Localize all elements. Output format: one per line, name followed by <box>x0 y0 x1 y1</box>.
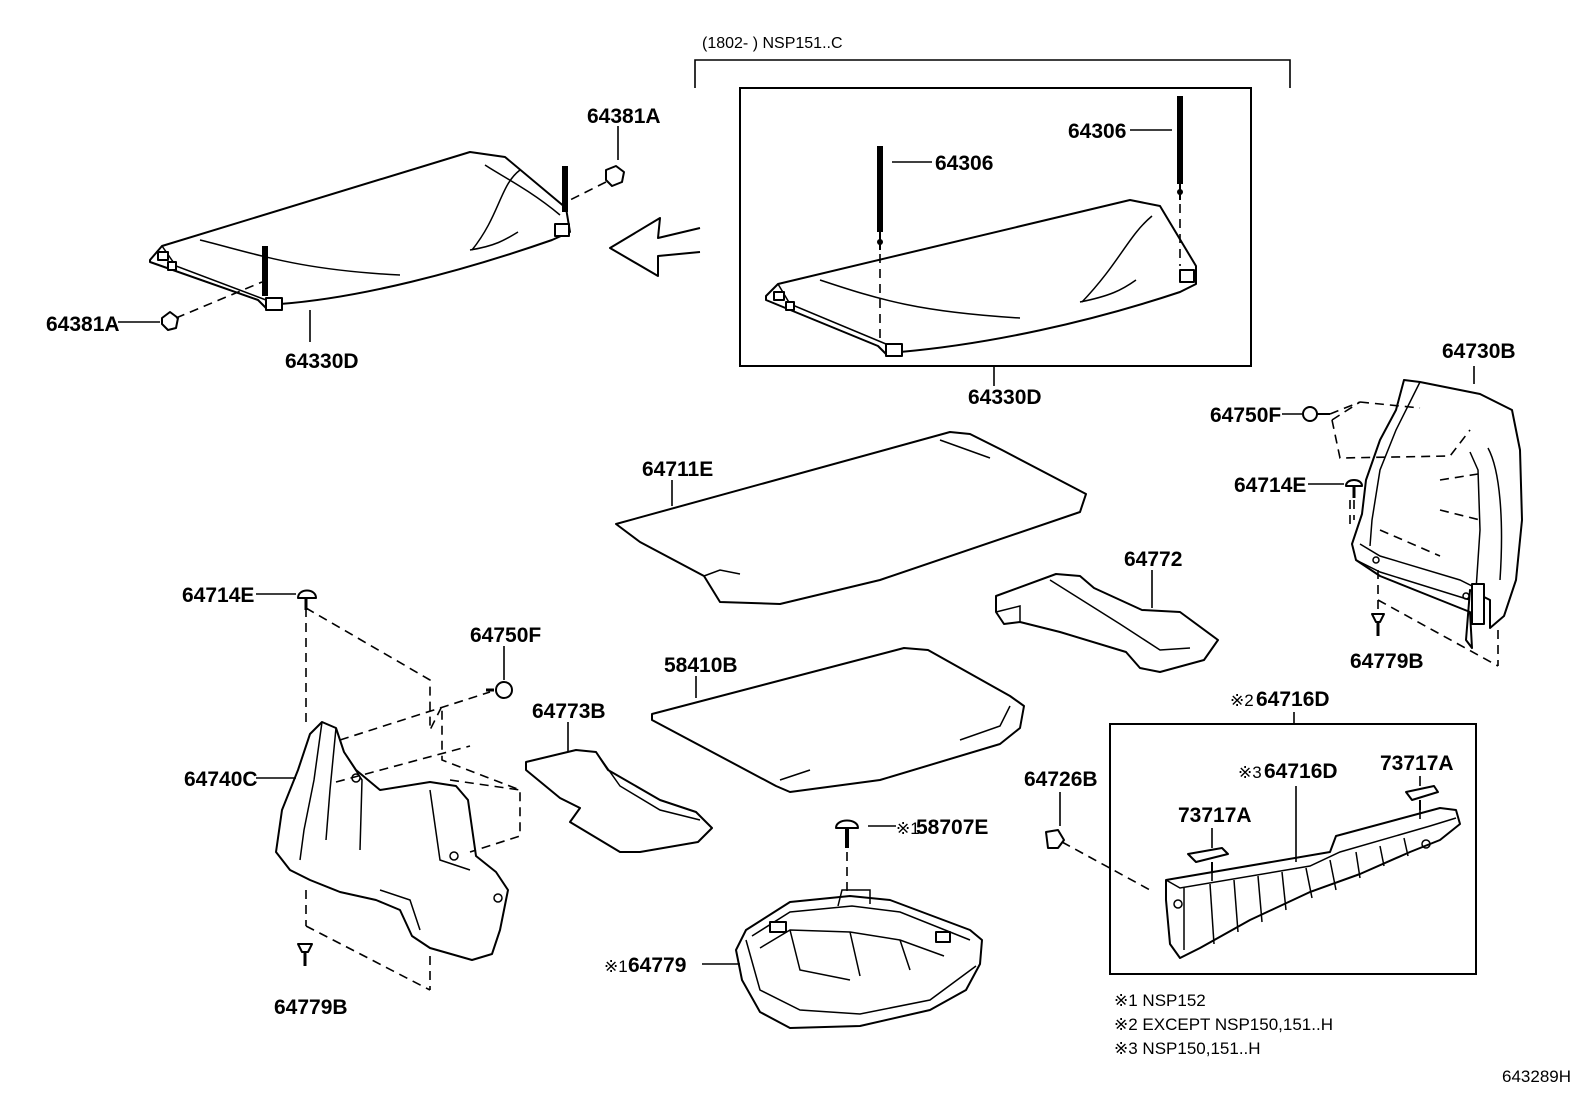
label-64330D-box: 64330D <box>968 386 1042 409</box>
box-64773B[interactable] <box>525 749 713 853</box>
stay-pin-64306-a[interactable] <box>877 146 883 250</box>
label-58707E: 58707E <box>916 816 988 839</box>
mark-64779: ※1 <box>604 957 628 976</box>
label-64779B-right: 64779B <box>1350 650 1424 673</box>
label-64306-a: 64306 <box>935 152 993 175</box>
storage-tray-64779[interactable] <box>735 889 983 1029</box>
label-64730B: 64730B <box>1442 340 1516 363</box>
label-64779: 64779 <box>628 954 686 977</box>
mark-58707E: ※1 <box>896 819 920 838</box>
clip-64750F-left[interactable] <box>486 681 513 699</box>
label-64750F-left: 64750F <box>470 624 541 647</box>
label-64716D-inner: 64716D <box>1264 760 1338 783</box>
production-bracket: (1802- ) NSP151..C <box>694 35 1291 88</box>
clip-64714E-left[interactable] <box>297 589 317 611</box>
mark-64716D-inner: ※3 <box>1238 763 1262 782</box>
label-64772: 64772 <box>1124 548 1182 571</box>
note-1: ※1 NSP152 <box>1114 991 1206 1010</box>
label-64330D-left: 64330D <box>285 350 359 373</box>
label-64714E-right: 64714E <box>1234 474 1306 497</box>
detail-box-tonneau <box>739 87 1252 367</box>
detail-box-sill-plate <box>1109 723 1477 975</box>
stay-pin-64306-b[interactable] <box>1177 96 1183 200</box>
clip-64750F-right[interactable] <box>1302 406 1330 422</box>
deck-board-64711E[interactable] <box>615 431 1087 605</box>
label-64726B: 64726B <box>1024 768 1098 791</box>
label-64306-b: 64306 <box>1068 120 1126 143</box>
bolt-58707E[interactable] <box>835 819 859 849</box>
label-73717A-a: 73717A <box>1178 804 1252 827</box>
label-64716D-top: 64716D <box>1256 688 1330 711</box>
label-64381A-top: 64381A <box>587 105 661 128</box>
tonneau-cover-detail[interactable] <box>765 199 1197 357</box>
tonneau-cover-left[interactable] <box>149 151 571 311</box>
label-64773B: 64773B <box>532 700 606 723</box>
label-64381A-left: 64381A <box>46 313 120 336</box>
label-73717A-b: 73717A <box>1380 752 1454 775</box>
bracket-note: (1802- ) NSP151..C <box>702 35 843 52</box>
side-trim-left-64740C[interactable] <box>275 721 509 961</box>
label-64740C: 64740C <box>184 768 258 791</box>
clip-64381A-top[interactable] <box>605 165 625 187</box>
label-64779B-left: 64779B <box>274 996 348 1019</box>
applicability-notes: ※1 NSP152 ※2 EXCEPT NSP150,151..H ※3 NSP… <box>1114 991 1333 1058</box>
label-64750F-right: 64750F <box>1210 404 1281 427</box>
box-64772[interactable] <box>995 573 1219 673</box>
clip-64779B-left[interactable] <box>297 943 313 966</box>
label-58410B: 58410B <box>664 654 738 677</box>
mat-58410B[interactable] <box>651 647 1025 793</box>
clip-64381A-left[interactable] <box>161 311 179 331</box>
clip-73717A-a[interactable] <box>1187 847 1229 872</box>
label-64711E: 64711E <box>642 458 713 481</box>
stud-pins-left <box>262 166 568 296</box>
side-trim-right-64730B[interactable] <box>1351 379 1523 649</box>
rear-sill-plate-64716D[interactable] <box>1165 807 1461 959</box>
arrow-left-icon <box>609 217 701 277</box>
note-2: ※2 EXCEPT NSP150,151..H <box>1114 1015 1333 1034</box>
label-64714E-left: 64714E <box>182 584 254 607</box>
clip-64714E-right[interactable] <box>1345 479 1363 498</box>
mark-64716D-top: ※2 <box>1230 691 1254 710</box>
clip-73717A-b[interactable] <box>1405 785 1439 810</box>
clip-64779B-right[interactable] <box>1371 613 1385 636</box>
clip-64726B[interactable] <box>1045 829 1065 849</box>
note-3: ※3 NSP150,151..H <box>1114 1039 1261 1058</box>
diagram-code: 643289H <box>1502 1067 1571 1086</box>
